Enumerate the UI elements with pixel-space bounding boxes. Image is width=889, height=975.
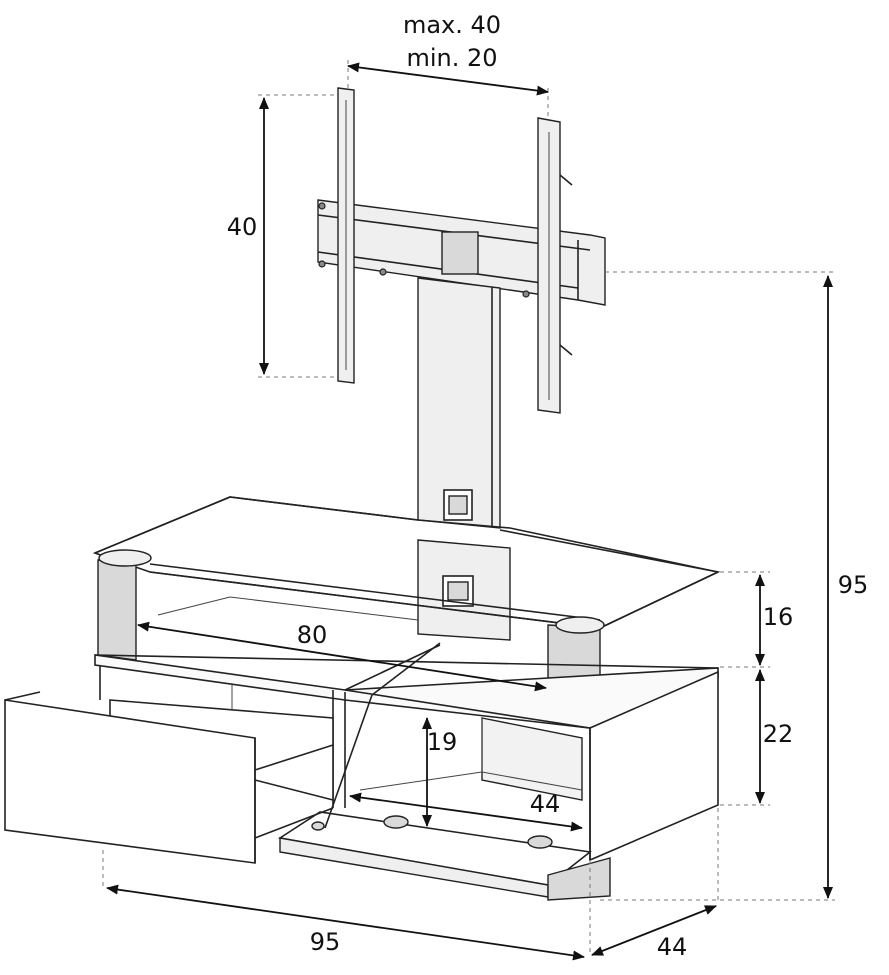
dimension-lines — [102, 60, 835, 961]
label-inner-width: 80 — [297, 621, 328, 649]
label-bracket-spread-min: min. 20 — [406, 44, 497, 72]
tv-bracket — [317, 87, 606, 414]
glass-post-left — [97, 559, 137, 661]
label-glass-shelf-height: 16 — [763, 603, 794, 631]
label-compartment-height: 19 — [427, 728, 458, 756]
dimension-labels: max. 40 min. 20 40 95 16 22 80 19 44 95 … — [227, 11, 869, 961]
label-total-width: 95 — [310, 928, 341, 956]
label-compartment-width: 44 — [530, 790, 561, 818]
label-depth: 44 — [657, 933, 688, 961]
label-bracket-spread-max: max. 40 — [403, 11, 501, 39]
center-column — [417, 277, 511, 641]
label-bracket-height: 40 — [227, 213, 258, 241]
cabinet — [4, 642, 719, 901]
label-total-height: 95 — [838, 571, 869, 599]
label-cabinet-height: 22 — [763, 720, 794, 748]
column-upper — [417, 277, 501, 529]
bracket-clamp — [441, 231, 479, 275]
